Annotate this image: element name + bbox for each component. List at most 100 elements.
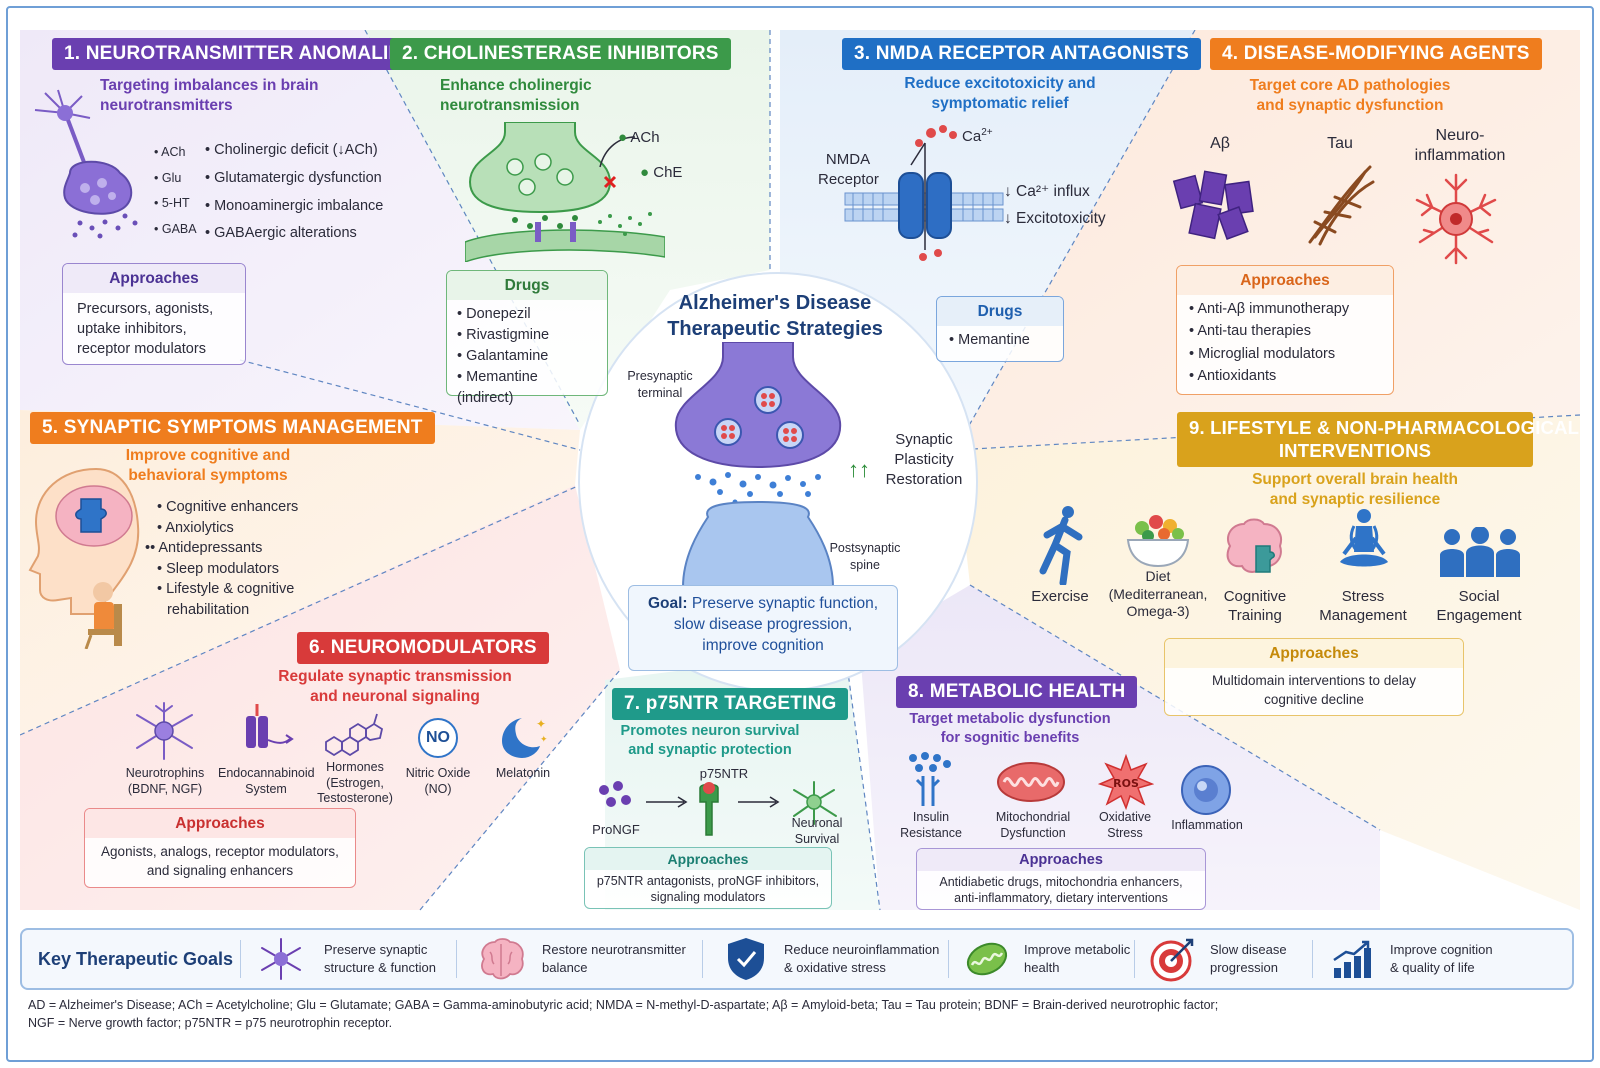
tau-label: Tau bbox=[1327, 135, 1353, 152]
melatonin-moon-icon: ✦ ✦ bbox=[502, 717, 548, 758]
section-3-drugs: Drugs Memantine bbox=[936, 296, 1064, 362]
section-7-approaches: Approaches p75NTR antagonists, proNGF in… bbox=[584, 847, 832, 909]
diet-bowl-icon bbox=[1126, 515, 1190, 568]
inflammation-cell-icon bbox=[1181, 765, 1231, 815]
divider bbox=[948, 940, 949, 978]
hormones-label: Hormones (Estrogen, Testosterone) bbox=[317, 760, 393, 806]
divider bbox=[1312, 940, 1313, 978]
goal-improve-cognition: Improve cognition& quality of life bbox=[1332, 930, 1493, 988]
neuronal-survival-label: Neuronal Survival bbox=[791, 816, 843, 846]
nmda-effects: ↓ Ca²⁺ influx↓ Excitotoxicity bbox=[1004, 183, 1106, 228]
divider bbox=[1134, 940, 1135, 978]
drug-item: Memantine (indirect) bbox=[457, 367, 597, 409]
section-1-title: 1. NEUROTRANSMITTER ANOMALIES bbox=[52, 38, 427, 70]
nmda-receptor-icon bbox=[844, 125, 1004, 261]
synapse-cholinergic-icon bbox=[465, 122, 665, 262]
abbreviations-footnote: AD = Alzheimer's Disease; ACh = Acetylch… bbox=[28, 998, 1219, 1031]
nt-labels: • ACh• Glu• 5-HT• GABA bbox=[154, 145, 197, 236]
divider bbox=[702, 940, 703, 978]
shield-icon bbox=[728, 938, 764, 980]
section-1-approaches: Approaches Precursors, agonists,uptake i… bbox=[62, 263, 246, 365]
section-9-approaches: Approaches Multidomain interventions to … bbox=[1164, 638, 1464, 716]
diet-label: Diet (Mediterranean, Omega-3) bbox=[1108, 568, 1208, 619]
neurotrophin-icon bbox=[136, 702, 193, 760]
drug-item: Galantamine bbox=[457, 346, 597, 367]
key-goals-title: Key Therapeutic Goals bbox=[38, 948, 234, 969]
neurotrophins-label: Neurotrophins (BDNF, NGF) bbox=[125, 766, 205, 796]
social-engagement-label: Social Engagement bbox=[1436, 588, 1522, 624]
approach-item: Anti-tau therapies bbox=[1189, 320, 1381, 342]
svg-text:✦: ✦ bbox=[540, 735, 548, 745]
ros-text: ROS bbox=[1113, 777, 1139, 790]
tau-tangle-icon bbox=[1308, 165, 1375, 246]
divider bbox=[456, 940, 457, 978]
page-frame bbox=[6, 6, 1594, 1062]
melatonin-label: Melatonin bbox=[495, 766, 551, 780]
drug-item: Memantine bbox=[949, 330, 1051, 350]
amyloid-beta-icon bbox=[1172, 170, 1254, 240]
section-4-approaches: Approaches Anti-Aβ immunotherapy Anti-ta… bbox=[1176, 265, 1394, 395]
social-engagement-icon bbox=[1440, 527, 1520, 577]
synapse-illustration-icon bbox=[674, 342, 842, 587]
p75ntr-label: p75NTR bbox=[699, 766, 749, 781]
neuroinflammation-label: Neuro- inflammation bbox=[1414, 127, 1506, 164]
drug-item: Donepezil bbox=[457, 304, 597, 325]
nitric-oxide-icon: NO bbox=[418, 718, 458, 758]
goal-box: Goal: Preserve synaptic function, slow d… bbox=[628, 585, 898, 671]
microglia-icon bbox=[1415, 173, 1497, 265]
prongf-label: ProNGF bbox=[592, 822, 640, 837]
neuron-icon bbox=[261, 938, 301, 980]
p75ntr-pathway-icon bbox=[599, 781, 837, 836]
nitric-oxide-label: Nitric Oxide (NO) bbox=[405, 766, 471, 796]
section-6-title: 6. NEUROMODULATORS bbox=[297, 632, 549, 664]
neuron-icon bbox=[34, 89, 138, 239]
oxidative-stress-label: Oxidative Stress bbox=[1098, 810, 1152, 840]
growth-chart-icon bbox=[1333, 940, 1371, 978]
approach-item: Antioxidants bbox=[1189, 365, 1381, 387]
section-1-items: • Cholinergic deficit (↓ACh)• Glutamater… bbox=[205, 142, 384, 242]
stress-management-label: Stress Management bbox=[1319, 588, 1407, 624]
section-5-title: 5. SYNAPTIC SYMPTOMS MANAGEMENT bbox=[30, 412, 435, 444]
mitochondrial-dysfunction-label: Mitochondrial Dysfunction bbox=[995, 810, 1071, 840]
insulin-receptor-icon bbox=[909, 752, 951, 806]
section-8-title: 8. METABOLIC HEALTH bbox=[896, 676, 1138, 708]
meditation-icon bbox=[1340, 509, 1388, 567]
mitochondria-icon bbox=[997, 762, 1065, 802]
up-arrows-icon: ↑↑ bbox=[848, 457, 870, 482]
inflammation-label: Inflammation bbox=[1171, 818, 1243, 832]
endocannabinoid-label: Endocannabinoid System bbox=[218, 766, 315, 796]
section-2-title: 2. CHOLINESTERASE INHIBITORS bbox=[390, 38, 731, 70]
ach-label: ● ACh bbox=[618, 129, 660, 146]
section-3-title: 3. NMDA RECEPTOR ANTAGONISTS bbox=[842, 38, 1201, 70]
section-8-approaches: Approaches Antidiabetic drugs, mitochond… bbox=[916, 848, 1206, 910]
insulin-resistance-label: Insulin Resistance bbox=[900, 810, 962, 840]
endocannabinoid-receptor-icon bbox=[246, 704, 294, 748]
mitochondria-icon bbox=[966, 942, 1008, 976]
brain-icon bbox=[481, 938, 524, 980]
exercise-label: Exercise bbox=[1031, 588, 1089, 605]
steroid-hormone-icon bbox=[325, 713, 384, 756]
che-label: ● ChE bbox=[640, 164, 683, 181]
head-puzzle-icon bbox=[28, 467, 140, 649]
cognitive-training-label: Cognitive Training bbox=[1223, 588, 1287, 624]
section-4-title: 4. DISEASE-MODIFYING AGENTS bbox=[1210, 38, 1542, 70]
calcium-label: Ca2+ bbox=[962, 127, 993, 145]
oxidative-stress-icon: ROS bbox=[1098, 754, 1154, 810]
goal-reduce-neuroinflammation: Reduce neuroinflammation& oxidative stre… bbox=[726, 930, 939, 988]
section-7-title: 7. p75NTR TARGETING bbox=[612, 688, 849, 720]
